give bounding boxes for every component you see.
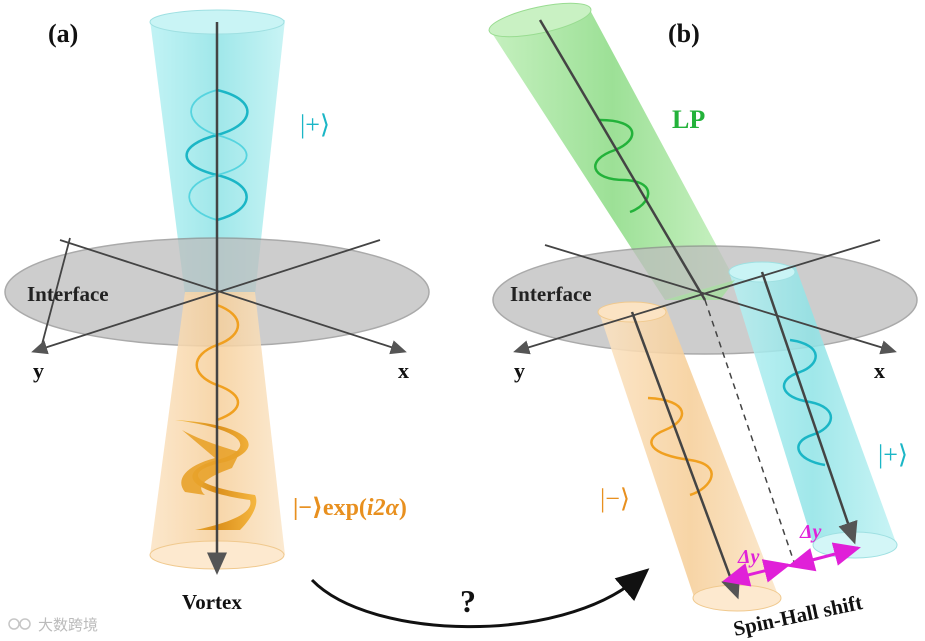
panel-label-b: (b) [668, 19, 700, 48]
interface-label-b: Interface [510, 282, 592, 306]
plus-beam-bottom-b [813, 532, 897, 558]
panel-a: (a) Interface y x |+⟩ |−⟩exp(i2α) Vortex [5, 10, 429, 614]
lp-label: LP [672, 105, 705, 134]
watermark: 大数跨境 [9, 616, 98, 634]
axis-label-y-a: y [33, 358, 44, 383]
minus-beam-bottom-b [693, 585, 781, 611]
state-plus-b: |+⟩ [878, 440, 908, 469]
watermark-text: 大数跨境 [38, 616, 98, 634]
state-minus-b: |−⟩ [600, 484, 630, 513]
axis-label-y-b: y [514, 358, 525, 383]
shift-label-right: Δy [799, 521, 822, 543]
interface-label-a: Interface [27, 282, 109, 306]
shift-label-left: Δy [737, 546, 760, 568]
panel-b: (b) Interface y x LP |−⟩ |+⟩ Δy Δy Spin-… [486, 0, 917, 641]
question-mark: ? [460, 583, 476, 619]
state-plus-a: |+⟩ [300, 110, 330, 139]
panel-label-a: (a) [48, 19, 78, 48]
vortex-label: Vortex [182, 590, 242, 614]
axis-label-x-b: x [874, 358, 885, 383]
state-minus-vortex-a: |−⟩exp(i2α) [293, 495, 407, 521]
axis-label-x-a: x [398, 358, 409, 383]
